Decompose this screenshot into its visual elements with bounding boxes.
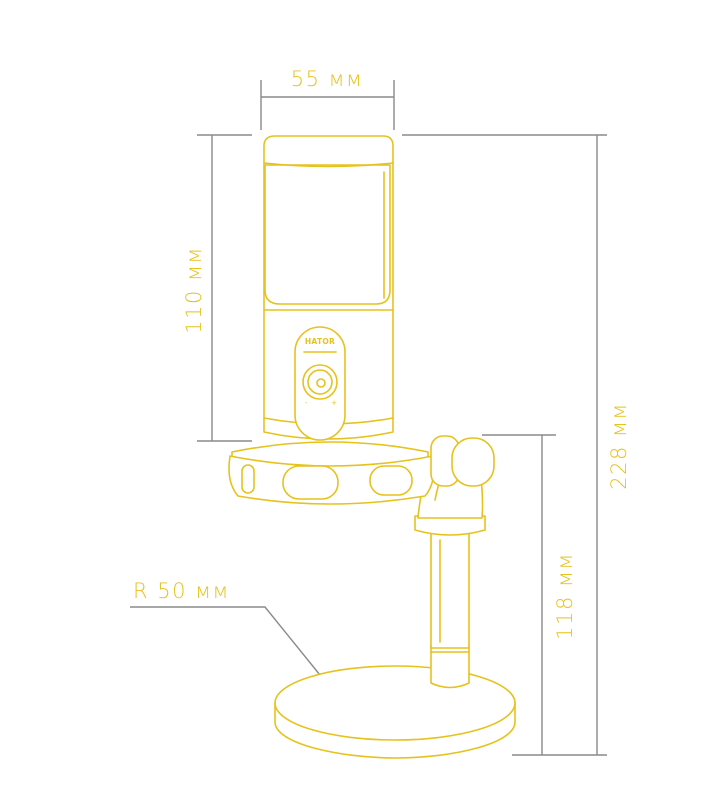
base-radius-label: R 50 мм xyxy=(133,579,230,603)
mic-grille xyxy=(264,164,391,305)
stand-pole-ring xyxy=(430,644,470,689)
dimension-labels: 55 мм 110 мм 228 мм 118 мм R 50 мм xyxy=(133,67,631,640)
mic-grille-top-edge xyxy=(263,162,394,168)
volume-minus-label: - xyxy=(305,399,308,407)
volume-knob-inner xyxy=(307,369,333,395)
shock-mount-slot-center xyxy=(282,465,339,500)
radius-leader-line xyxy=(130,606,321,676)
width-label: 55 мм xyxy=(291,67,364,91)
volume-knob-center xyxy=(316,378,326,388)
stand-pole xyxy=(430,531,470,649)
body-height-label: 110 мм xyxy=(182,246,206,333)
pole-collar xyxy=(414,515,486,536)
pivot-knob xyxy=(451,437,495,487)
microphone-drawing: HATOR - + xyxy=(228,135,516,759)
shock-mount-slot-right xyxy=(369,465,413,496)
dimension-lines xyxy=(130,80,607,756)
total-height-label: 228 мм xyxy=(607,402,631,489)
volume-plus-label: + xyxy=(331,399,337,407)
brand-logo: HATOR xyxy=(305,337,335,346)
stand-height-label: 118 мм xyxy=(553,552,577,639)
base-disc-top xyxy=(274,665,516,741)
shock-mount-slot-left xyxy=(241,464,255,494)
